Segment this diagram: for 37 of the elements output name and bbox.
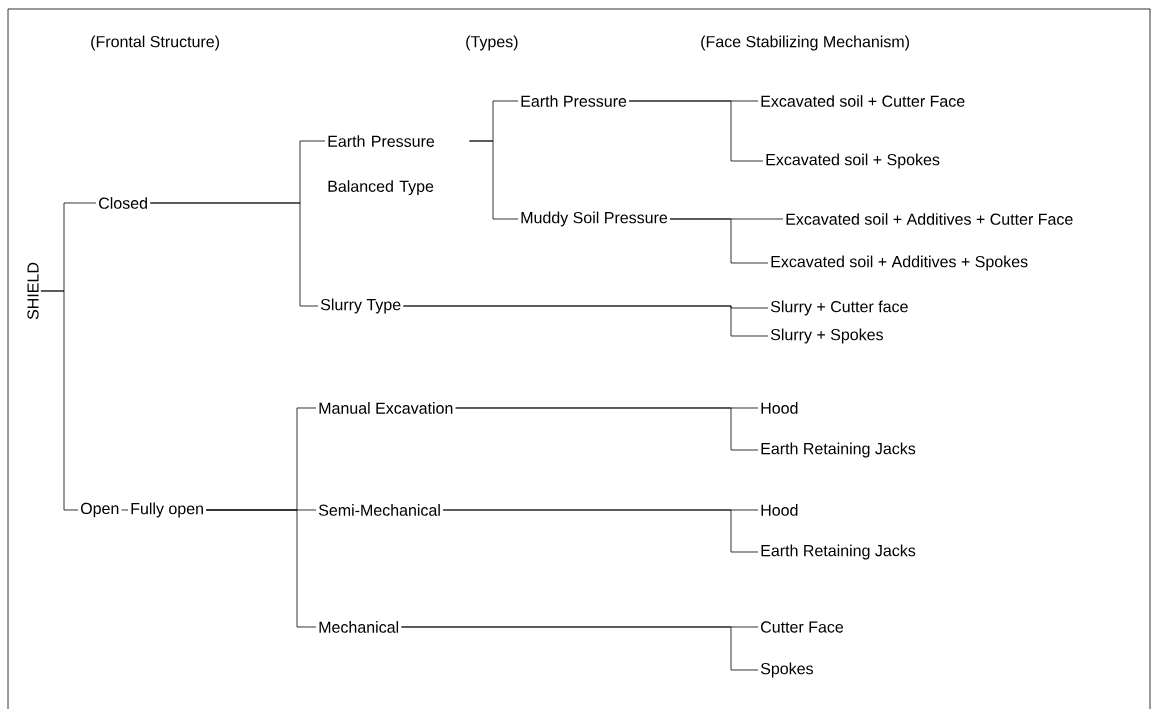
column-heading: (Face Stabilizing Mechanism) (701, 35, 909, 51)
tree-label: Earth Pressure (521, 95, 627, 107)
connector-line (400, 626, 759, 671)
tree-label: Earth Retaining Jacks (761, 544, 916, 560)
tree-label: Earth Retaining Jacks (761, 442, 916, 458)
connector-line (40, 290, 79, 511)
tree-label: Excavated soil + Additives + Cutter Face (786, 213, 1073, 225)
tree-label: Mechanical (319, 621, 399, 633)
tree-label: Hood (761, 504, 798, 516)
connector-line (402, 305, 769, 337)
tree-label: Slurry Type (320, 298, 401, 314)
connector-line (442, 509, 759, 553)
tree-label: Excavated soil + Cutter Face (761, 95, 965, 107)
tree-label: Fully open (131, 502, 203, 518)
connector-line (121, 509, 129, 511)
tree-label: Slurry + Spokes (770, 328, 883, 344)
tree-label: SHIELD (27, 262, 39, 320)
tree-label: Muddy Soil Pressure (521, 211, 668, 227)
tree-label: Hood (761, 402, 798, 414)
connector-line (628, 100, 764, 162)
column-heading: (Types) (466, 35, 518, 51)
connector-line (455, 407, 759, 451)
tree-label: Excavated soil + Spokes (766, 153, 940, 169)
tree-label: Open (80, 502, 119, 518)
tree-label: Semi-Mechanical (318, 504, 440, 516)
connector-line (669, 218, 769, 264)
tree-label: Manual Excavation (319, 402, 453, 414)
tree-label: Slurry + Cutter face (770, 300, 908, 316)
connector-line (149, 202, 319, 307)
tree-label: Excavated soil + Additives + Spokes (771, 255, 1028, 271)
tree-label: Spokes (760, 662, 813, 678)
tree-label: Earth Pressure Balanced Type (328, 135, 435, 196)
connector-line (469, 140, 519, 220)
tree-label: Closed (99, 197, 147, 209)
column-heading: (Frontal Structure) (91, 35, 219, 51)
connector-line (205, 509, 317, 628)
tree-label: Cutter Face (761, 621, 844, 633)
